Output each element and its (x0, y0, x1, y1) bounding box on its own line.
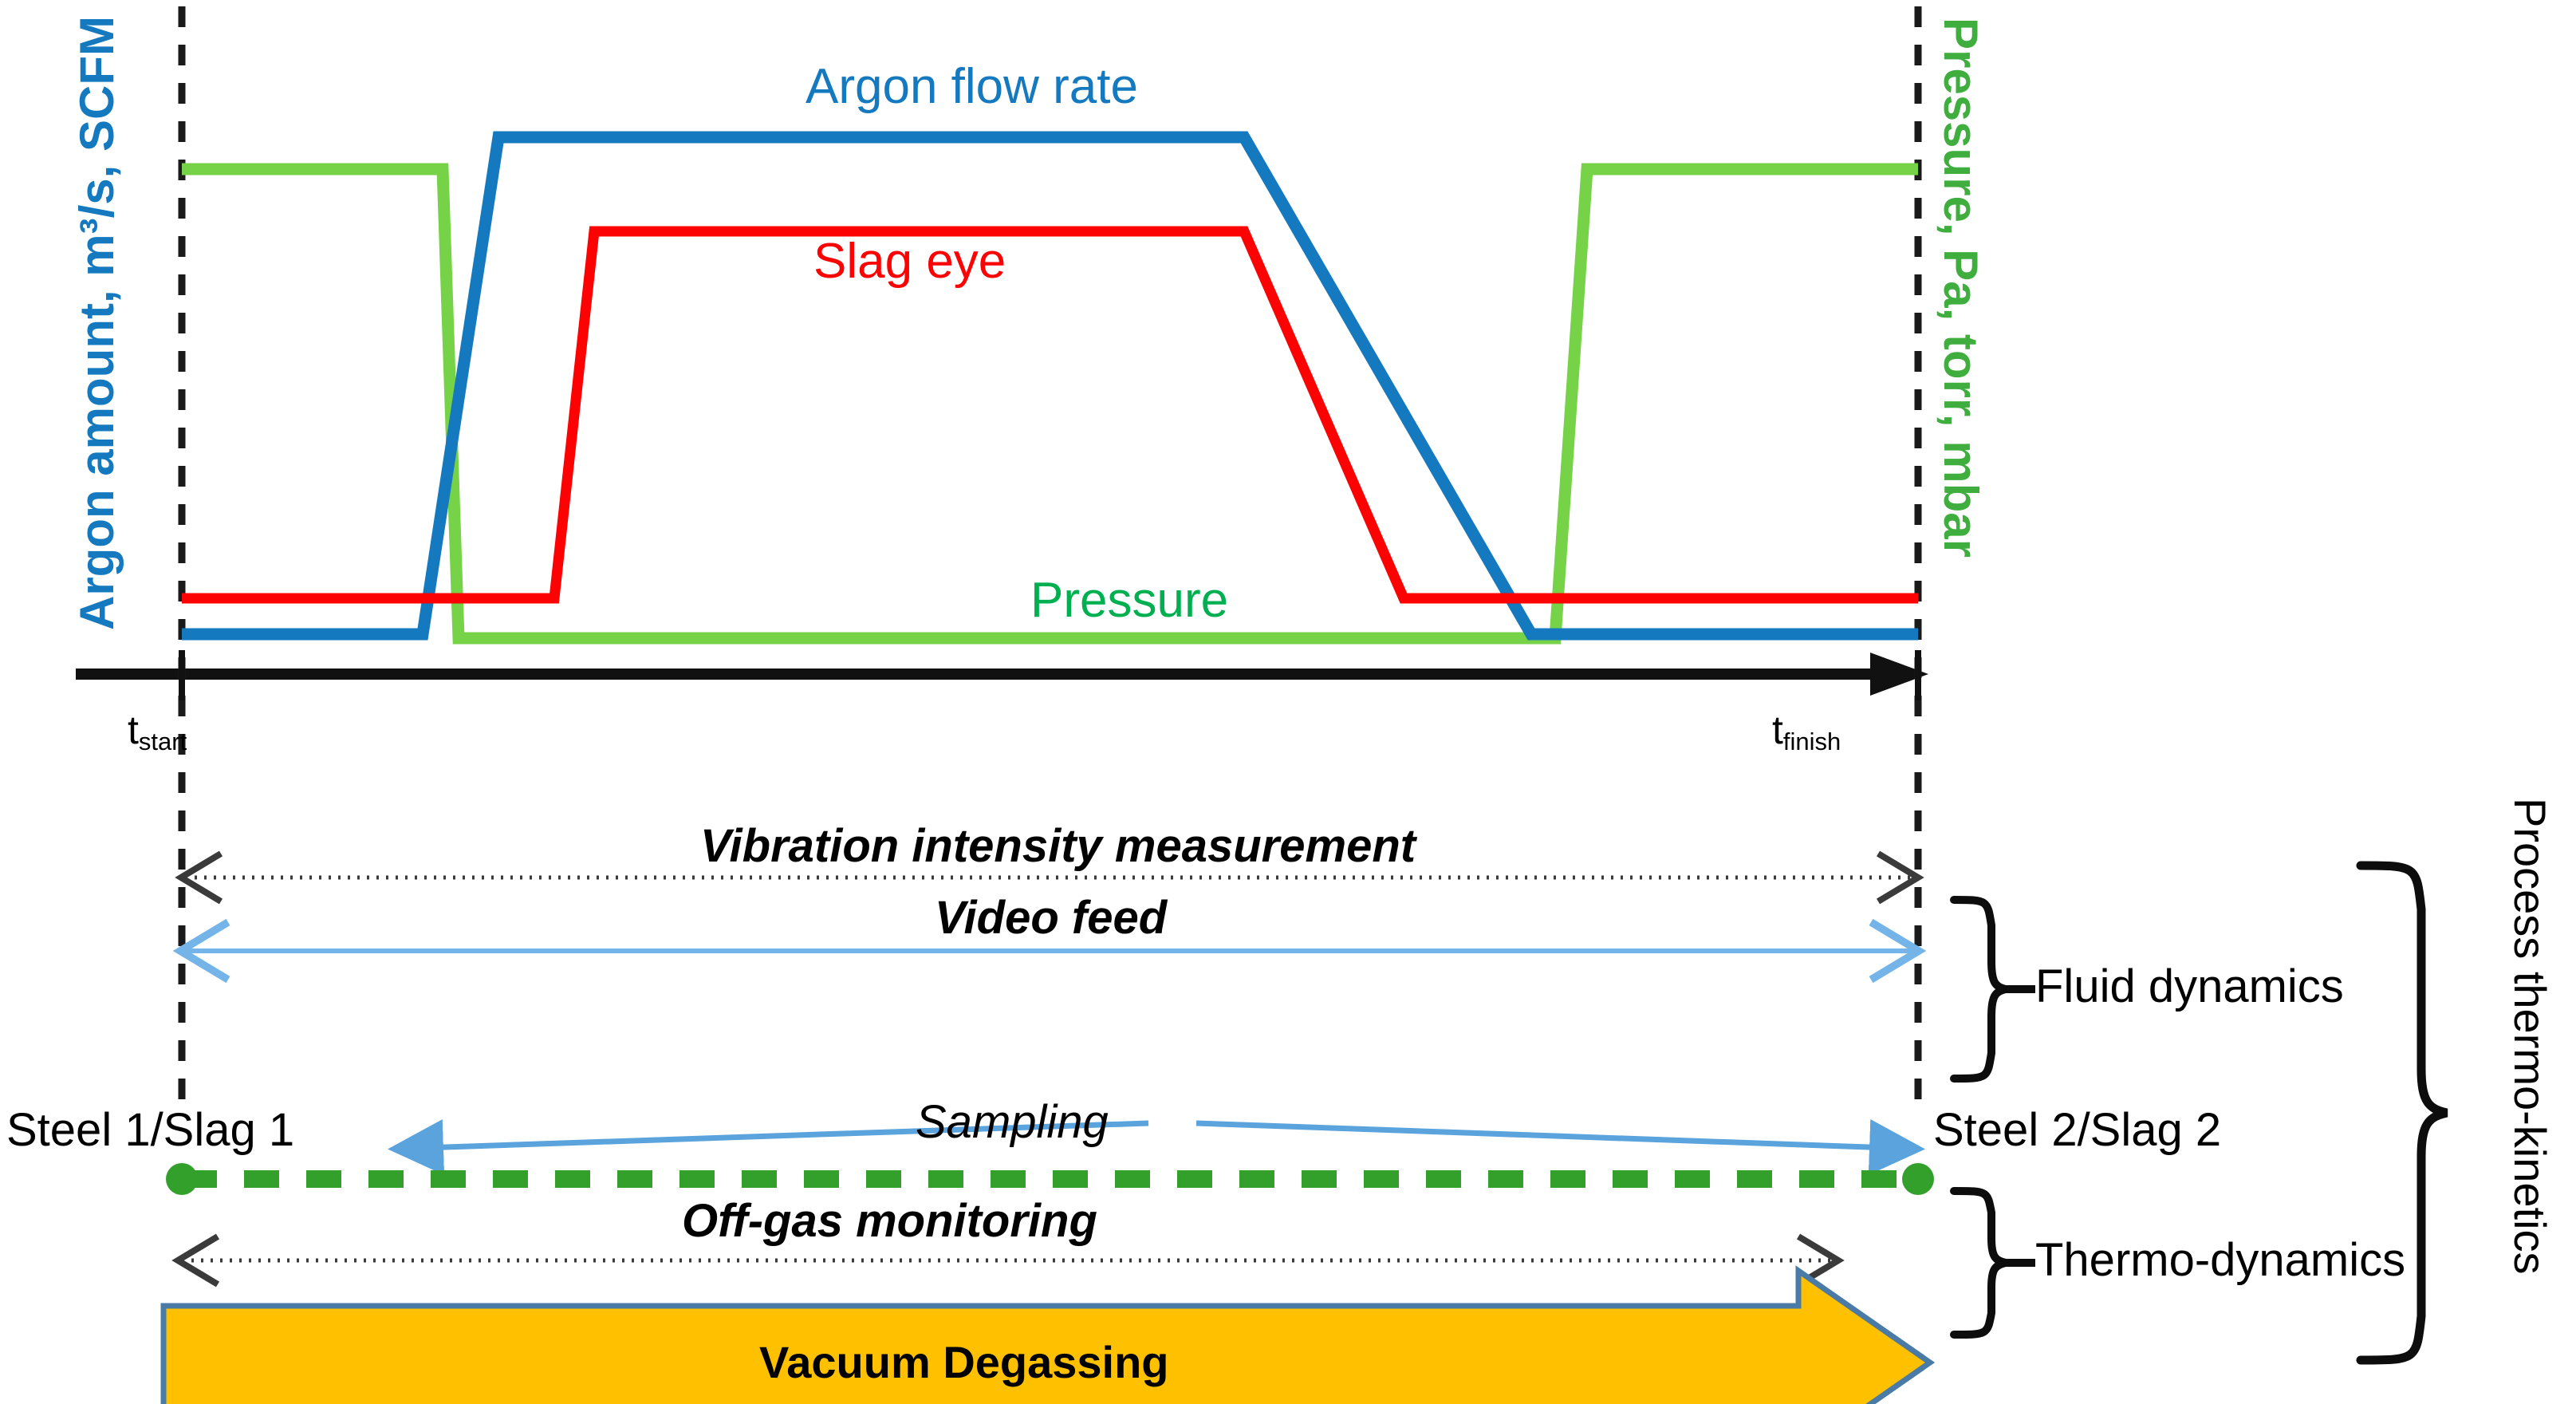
right-axis-title: Pressure, Pa, torr, mbar (1934, 18, 1987, 558)
t-start-sub: start (138, 727, 187, 755)
steel-slag-left-label: Steel 1/Slag 1 (6, 1104, 295, 1156)
t-start-base: t (128, 708, 139, 752)
steel-slag-end-dot (1902, 1163, 1934, 1195)
process-thermokinetics-label: Process thermo-kinetics (2505, 798, 2555, 1275)
vibration-measurement-label: Vibration intensity measurement (700, 820, 1416, 872)
t-finish-label: tfinish (1772, 710, 1841, 754)
steel-slag-start-dot (166, 1163, 198, 1195)
fluid-dynamics-label: Fluid dynamics (2035, 960, 2344, 1012)
vacuum-degassing-label: Vacuum Degassing (759, 1337, 1169, 1387)
t-start-label: tstart (128, 710, 187, 754)
series-label-slag-eye: Slag eye (813, 234, 1006, 289)
fluid-dynamics-brace (1950, 896, 2007, 1083)
series-label-argon-flow-rate: Argon flow rate (805, 59, 1138, 114)
sampling-arrow-right (1195, 1119, 1925, 1175)
video-feed-label: Video feed (935, 892, 1168, 944)
sampling-arrow-left (388, 1119, 1149, 1176)
t-finish-sub: finish (1782, 727, 1841, 755)
series-slag-eye-curve (182, 226, 1918, 604)
thermo-dynamics-label: Thermo-dynamics (2035, 1234, 2406, 1286)
series-argon-flow-curve (182, 131, 1918, 641)
vacuum-degassing-arrow (160, 1265, 1936, 1404)
series-pressure-curve (182, 163, 1918, 645)
thermo-dynamics-brace (1950, 1187, 2007, 1339)
left-axis-title: Argon amount, m³/s, SCFM (70, 16, 124, 630)
steel-slag-right-label: Steel 2/Slag 2 (1933, 1104, 2222, 1156)
offgas-monitoring-label: Off-gas monitoring (682, 1195, 1097, 1247)
sampling-label: Sampling (916, 1096, 1109, 1148)
t-finish-base: t (1772, 708, 1783, 752)
chart-x-axis (76, 653, 1928, 696)
process-thermokinetics-brace (2356, 861, 2448, 1365)
series-label-pressure: Pressure (1030, 573, 1229, 628)
